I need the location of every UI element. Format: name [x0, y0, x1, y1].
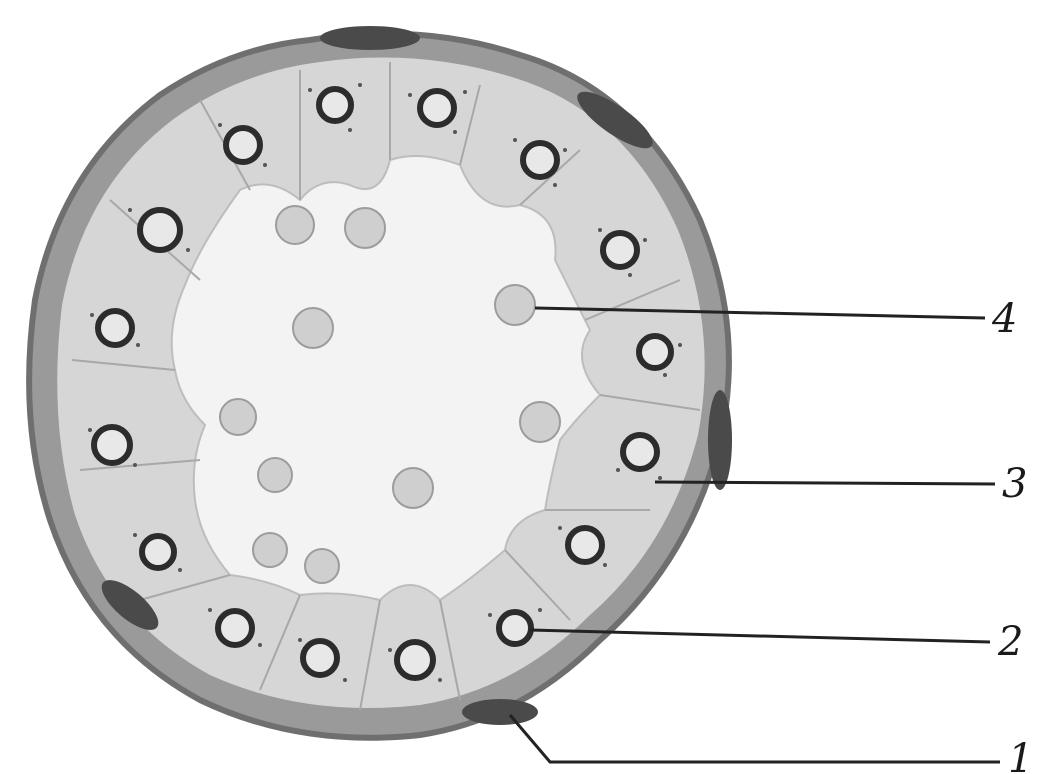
droplet — [253, 533, 287, 567]
droplet — [258, 458, 292, 492]
droplet — [276, 206, 314, 244]
nucleus — [623, 435, 657, 469]
nucleus — [319, 89, 351, 121]
leader-line-3 — [655, 482, 995, 484]
nucleus — [94, 427, 130, 463]
nucleus — [218, 611, 252, 645]
droplet — [220, 399, 256, 435]
nucleus — [226, 128, 260, 162]
nucleus — [499, 612, 531, 644]
nucleus — [140, 210, 180, 250]
nucleus — [397, 642, 433, 678]
droplet — [293, 308, 333, 348]
label-2: 2 — [997, 619, 1023, 665]
nucleus — [420, 91, 454, 125]
label-4: 4 — [991, 296, 1017, 342]
droplet — [520, 402, 560, 442]
label-3: 3 — [1002, 461, 1027, 507]
nucleus — [98, 311, 132, 345]
nucleus — [142, 536, 174, 568]
label-1: 1 — [1008, 736, 1033, 774]
nucleus — [639, 336, 671, 368]
nucleus — [523, 143, 557, 177]
droplet — [345, 208, 385, 248]
leader-line-1 — [510, 715, 1000, 762]
droplet — [305, 549, 339, 583]
droplet — [393, 468, 433, 508]
droplet — [495, 285, 535, 325]
nucleus — [303, 641, 337, 675]
nucleus — [568, 528, 602, 562]
nucleus — [603, 233, 637, 267]
